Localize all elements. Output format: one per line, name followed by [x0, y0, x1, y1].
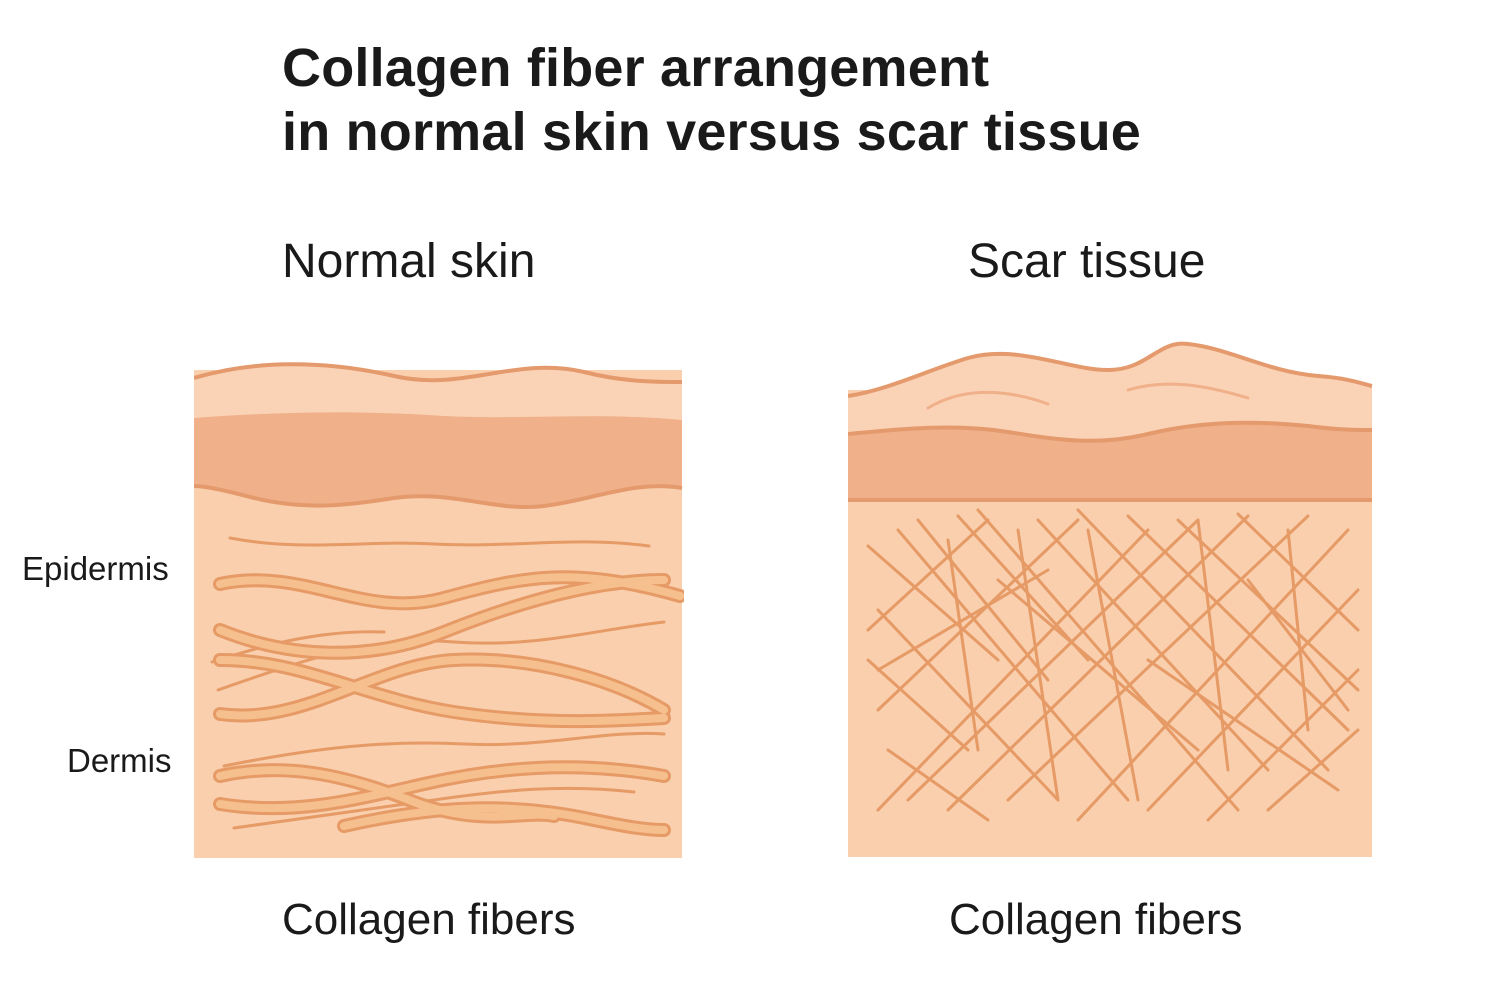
normal-dermal-junction-line	[194, 484, 683, 509]
scar-band-top-line	[848, 420, 1373, 443]
normal-skin-illustration	[194, 362, 684, 858]
normal-skin-surface-line	[194, 362, 683, 384]
diagram-title-line-1: Collagen fiber arrangement	[282, 38, 990, 98]
scar-skin-surface-line	[848, 341, 1373, 398]
normal-epidermis-band	[194, 412, 682, 508]
diagram-title: Collagen fiber arrangement in normal ski…	[282, 36, 1382, 164]
scar-epidermis-band	[848, 422, 1372, 502]
normal-collagen-bundles	[213, 570, 684, 837]
scar-collagen-fibers	[866, 508, 1360, 822]
scar-tissue-illustration	[848, 341, 1373, 857]
dermis-label: Dermis	[67, 742, 172, 779]
diagram-title-line-2: in normal skin versus scar tissue	[282, 102, 1141, 162]
scar-tissue-heading: Scar tissue	[968, 235, 1206, 288]
scar-surface-ridges	[926, 382, 1250, 410]
epidermis-label: Epidermis	[22, 550, 169, 587]
normal-skin-caption: Collagen fibers	[282, 895, 576, 944]
scar-tissue-caption: Collagen fibers	[949, 895, 1243, 944]
normal-skin-heading: Normal skin	[282, 235, 536, 288]
